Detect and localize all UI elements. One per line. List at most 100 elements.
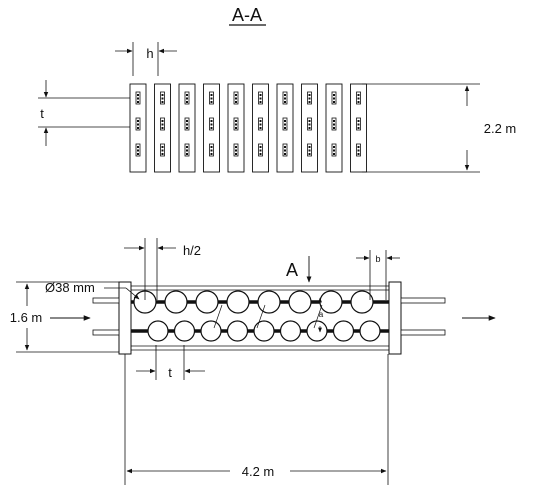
slot-hatch [186, 97, 188, 100]
slot-hatch [161, 153, 164, 155]
slot-hatch [210, 101, 213, 103]
slot-hatch [333, 146, 335, 148]
slot-hatch [284, 127, 286, 129]
slot-hatch [333, 153, 335, 155]
slot-hatch [186, 101, 188, 103]
tube-bottom-row [173, 320, 196, 342]
slot-hatch [357, 146, 360, 148]
slot-hatch [210, 120, 213, 122]
slot-hatch [235, 146, 237, 148]
tube-pitch-label: t [40, 106, 44, 121]
slot-hatch [259, 120, 262, 122]
slot-hatch [235, 123, 237, 126]
fin-support-line [256, 304, 266, 329]
slot-hatch [161, 149, 164, 152]
slot-hatch [210, 123, 213, 126]
slot-hatch [357, 149, 360, 152]
slot-hatch [284, 94, 286, 96]
fin-b-dimension: b [356, 250, 400, 300]
slot-hatch [235, 101, 237, 103]
tube-bottom-row [147, 320, 169, 342]
slot-hatch [357, 97, 360, 100]
tube-bottom-row [200, 320, 222, 342]
tube-top-row [319, 290, 343, 314]
slot-hatch [357, 94, 360, 96]
tube-top-row [257, 290, 281, 314]
slot-hatch [235, 97, 237, 100]
slot-hatch [186, 153, 188, 155]
slot-hatch [186, 127, 188, 129]
slot-hatch [186, 123, 188, 126]
tube-top-row [288, 290, 312, 314]
slot-hatch [186, 120, 188, 122]
slot-hatch [186, 94, 188, 96]
slot-hatch [137, 94, 139, 96]
slot-hatch [259, 153, 262, 155]
row-pitch-label: t [168, 365, 172, 380]
slot-hatch [284, 146, 286, 148]
slot-hatch [210, 94, 213, 96]
slot-hatch [308, 94, 311, 96]
section-marker: A [286, 256, 312, 283]
slot-hatch [137, 120, 139, 122]
slot-hatch [259, 101, 262, 103]
length-label: 4.2 m [242, 464, 275, 479]
depth-label: 1.6 m [10, 310, 43, 325]
casing [118, 281, 402, 355]
slot-hatch [308, 101, 311, 103]
slot-hatch [259, 97, 262, 100]
tube-top-row [195, 290, 219, 314]
slot-hatch [308, 153, 311, 155]
slot-hatch [210, 146, 213, 148]
slot-hatch [161, 146, 164, 148]
slot-hatch [357, 120, 360, 122]
section-title: A-A [232, 5, 262, 25]
half-spacing-label: h/2 [183, 243, 201, 258]
fin-array [129, 83, 367, 173]
slot-hatch [308, 127, 311, 129]
slot-hatch [333, 120, 335, 122]
slot-hatch [137, 153, 139, 155]
slot-hatch [137, 149, 139, 152]
slot-hatch [210, 97, 213, 100]
section-marker-label: A [286, 260, 298, 280]
tube-diameter-label: Ø38 mm [45, 280, 95, 295]
slot-hatch [308, 120, 311, 122]
slot-hatch [333, 94, 335, 96]
slot-hatch [210, 149, 213, 152]
slot-hatch [161, 94, 164, 96]
slot-hatch [333, 123, 335, 126]
slot-hatch [308, 123, 311, 126]
length-dimension: 4.2 m [124, 354, 389, 485]
slot-hatch [137, 97, 139, 100]
slot-hatch [210, 127, 213, 129]
slot-hatch [259, 94, 262, 96]
slot-hatch [137, 146, 139, 148]
tube-top-row [226, 290, 250, 314]
tube-bottom-row [306, 320, 328, 342]
slot-hatch [357, 127, 360, 129]
fin-b-label: b [375, 254, 380, 264]
height-dimension: 2.2 m [362, 83, 517, 173]
tube-bottom-row [359, 320, 381, 342]
slot-hatch [333, 97, 335, 100]
slot-hatch [137, 101, 139, 103]
fin-spacing-dimension: h [115, 42, 177, 76]
slot-hatch [333, 149, 335, 152]
slot-hatch [259, 146, 262, 148]
slot-hatch [284, 97, 286, 100]
tube-bottom-row [226, 320, 249, 342]
slot-hatch [259, 149, 262, 152]
height-label: 2.2 m [484, 121, 517, 136]
slot-hatch [284, 123, 286, 126]
slot-hatch [137, 127, 139, 129]
fin-a-dimension: a [318, 297, 324, 333]
slot-hatch [357, 123, 360, 126]
tube-bottom-row [332, 320, 355, 342]
slot-hatch [333, 127, 335, 129]
tube-diameter-callout: Ø38 mm [45, 280, 140, 300]
slot-hatch [357, 153, 360, 155]
slot-hatch [210, 153, 213, 155]
